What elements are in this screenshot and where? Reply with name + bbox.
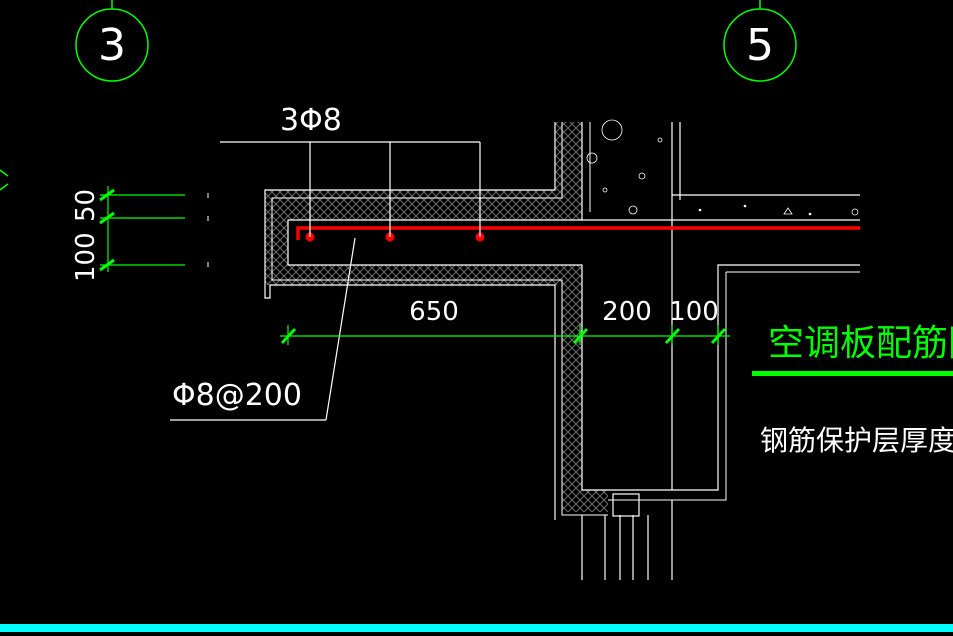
- horizontal-dim-ticks: [280, 327, 727, 345]
- axis-bubble-5: 5: [723, 0, 797, 82]
- dim-50: 50: [71, 189, 101, 222]
- rebar: [296, 226, 860, 242]
- dim-200: 200: [602, 297, 652, 327]
- vertical-dimension: [100, 186, 185, 272]
- drawing-title: 空调板配筋图: [768, 323, 953, 364]
- slab-inner-outline-2: [589, 122, 860, 501]
- slab-outer-outline: [264, 122, 556, 520]
- rebar-dist-label: Φ8@200: [172, 378, 302, 413]
- dim-100-h: 100: [669, 297, 719, 327]
- horizontal-dimension: [280, 325, 730, 345]
- vertical-dim-ticks: [99, 188, 115, 272]
- slab-texture: [698, 204, 859, 216]
- rebar-leader-dist: [170, 237, 356, 421]
- dim-100: 100: [71, 232, 101, 282]
- axis-bubble-3: 3: [75, 0, 149, 82]
- dim-650: 650: [409, 297, 459, 327]
- title-underline: [752, 371, 953, 376]
- edge-mark: [0, 169, 9, 191]
- window-frame: [581, 493, 673, 580]
- wall-texture: [586, 119, 663, 215]
- cover-note: 钢筋保护层厚度15: [760, 424, 953, 457]
- rebar-main-label: 3Φ8: [280, 103, 342, 138]
- bottom-band: [0, 624, 953, 632]
- axis-label-5: 5: [746, 20, 774, 71]
- axis-label-3: 3: [98, 20, 126, 71]
- slab-outer-outline-inner: [271, 122, 608, 516]
- rebar-leader-main: [220, 141, 481, 237]
